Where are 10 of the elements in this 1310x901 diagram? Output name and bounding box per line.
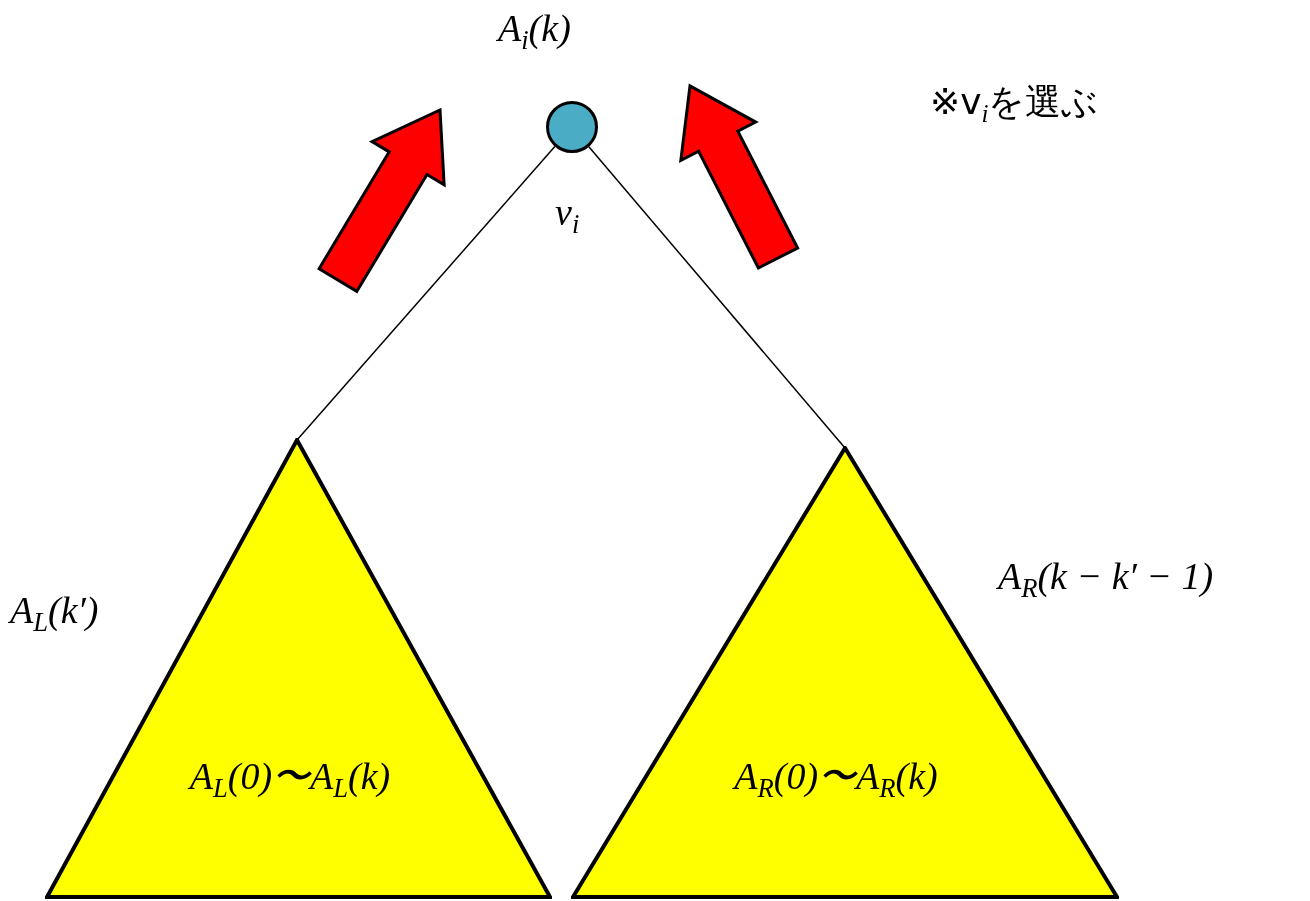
math-label: A$_{L}$(0)〜A$_{L}$(k) bbox=[189, 756, 391, 798]
tree-node-circle bbox=[546, 101, 598, 153]
connector-line bbox=[588, 146, 846, 449]
math-label: A$_{i}$(k) bbox=[498, 8, 571, 50]
math-label: A$_{R}$(0)〜A$_{R}$(k) bbox=[734, 756, 938, 798]
math-label: v$_{i}$ bbox=[555, 192, 580, 234]
math-label: A$_{L}$(k′) bbox=[10, 590, 99, 632]
connector-line bbox=[296, 145, 556, 441]
note-text: ※v$_{i}$を選ぶ bbox=[930, 82, 1099, 122]
math-label: A$_{R}$(k − k′ − 1) bbox=[998, 556, 1214, 598]
